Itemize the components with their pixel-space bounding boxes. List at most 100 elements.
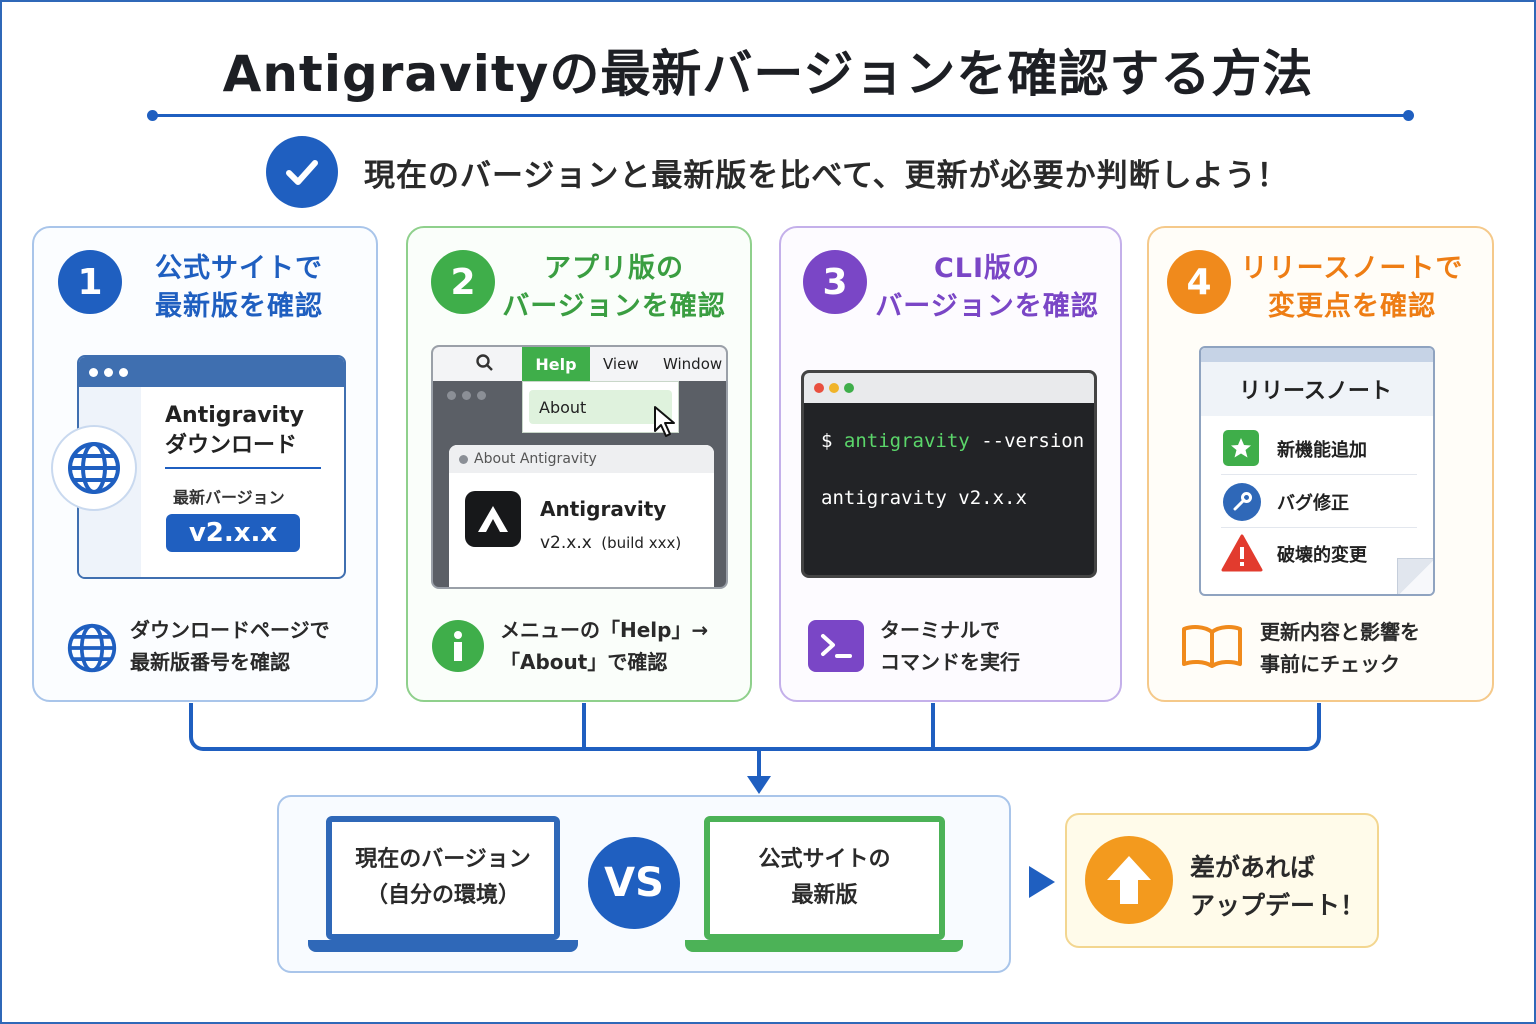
update-result-text: 差があれば アップデート！ bbox=[1190, 849, 1365, 925]
current-version-line1: 現在のバージョン bbox=[355, 847, 531, 872]
vs-badge: VS bbox=[588, 837, 680, 929]
step-heading-2-line1: アプリ版の bbox=[544, 253, 684, 284]
menu-window[interactable]: Window bbox=[663, 355, 723, 373]
step-foot-1-line1: ダウンロードページで bbox=[130, 618, 330, 642]
warning-icon bbox=[1221, 534, 1263, 576]
arrow-down-icon bbox=[747, 776, 771, 798]
step-heading-1: 公式サイトで 最新版を確認 bbox=[128, 250, 350, 326]
terminal-flag: --version bbox=[981, 430, 1085, 452]
window-dot bbox=[462, 391, 471, 400]
heading-divider bbox=[165, 467, 321, 469]
step-foot-3-line1: ターミナルで bbox=[880, 618, 1000, 642]
globe-icon bbox=[66, 622, 118, 678]
menu-item-about[interactable]: About bbox=[529, 390, 672, 424]
terminal-window-mock: $ antigravity --version antigravity v2.x… bbox=[801, 370, 1097, 578]
step-heading-3-line1: CLI版の bbox=[933, 253, 1041, 284]
about-version: v2.x.x bbox=[540, 533, 592, 553]
about-dialog: About Antigravity Antigravity v2.x.x (bu… bbox=[449, 445, 714, 587]
underline-dot-left bbox=[147, 110, 158, 121]
window-dot bbox=[459, 454, 468, 464]
latest-version-text: 公式サイトの 最新版 bbox=[758, 842, 890, 914]
window-dot bbox=[119, 367, 128, 377]
latest-laptop-base bbox=[685, 940, 963, 952]
update-result-line2: アップデート！ bbox=[1190, 891, 1366, 920]
terminal-titlebar bbox=[804, 373, 1094, 403]
arrow-right-icon bbox=[1029, 866, 1055, 902]
step-heading-3: CLI版の バージョンを確認 bbox=[872, 250, 1102, 326]
subtitle: 現在のバージョンと最新版を比べて、更新が必要か判断しよう！ bbox=[364, 158, 1289, 194]
mouse-cursor-icon bbox=[653, 405, 681, 443]
latest-version-line2: 最新版 bbox=[791, 883, 858, 908]
browser-titlebar bbox=[79, 357, 344, 387]
book-icon bbox=[1180, 622, 1244, 674]
step-foot-2: メニューの「Help」→ 「About」で確認 bbox=[500, 614, 708, 678]
step-number-4: 4 bbox=[1167, 250, 1231, 314]
about-app-name: Antigravity bbox=[540, 497, 667, 521]
menu-view[interactable]: View bbox=[603, 355, 639, 373]
step-foot-4: 更新内容と影響を 事前にチェック bbox=[1260, 616, 1420, 680]
divider bbox=[1221, 527, 1417, 528]
current-laptop-base bbox=[308, 940, 578, 952]
step-foot-2-line1: メニューの「Help」→ bbox=[500, 618, 709, 642]
arrow-up-icon bbox=[1085, 836, 1173, 924]
help-dropdown: About bbox=[522, 381, 679, 433]
step-foot-1: ダウンロードページで 最新版番号を確認 bbox=[130, 614, 330, 678]
update-result-line1: 差があれば bbox=[1190, 853, 1316, 882]
latest-version-label: 最新バージョン bbox=[173, 488, 285, 507]
page-title: Antigravityの最新バージョンを確認する方法 bbox=[222, 45, 1314, 103]
step-foot-4-line1: 更新内容と影響を bbox=[1260, 620, 1420, 644]
page-curl bbox=[1397, 558, 1433, 594]
document-header-bar bbox=[1201, 348, 1433, 362]
step-foot-2-line2: 「About」で確認 bbox=[500, 650, 668, 674]
search-icon bbox=[475, 353, 495, 377]
star-icon bbox=[1223, 430, 1259, 466]
download-page-name: ダウンロード bbox=[165, 433, 298, 458]
step-heading-1-line2: 最新版を確認 bbox=[155, 291, 323, 322]
about-dialog-titlebar: About Antigravity bbox=[449, 445, 714, 473]
step-number-2: 2 bbox=[431, 250, 495, 314]
step-heading-1-line1: 公式サイトで bbox=[155, 253, 323, 284]
current-version-text: 現在のバージョン （自分の環境） bbox=[355, 842, 531, 914]
step-heading-4-line1: リリースノートで bbox=[1240, 253, 1464, 284]
latest-version-line1: 公式サイトの bbox=[758, 847, 891, 872]
window-dot bbox=[814, 383, 824, 393]
window-controls bbox=[447, 391, 486, 400]
step-heading-4-line2: 変更点を確認 bbox=[1268, 291, 1436, 322]
step-number-1: 1 bbox=[58, 250, 122, 314]
step-foot-1-line2: 最新版番号を確認 bbox=[130, 650, 290, 674]
release-item-breaking-change: 破壊的変更 bbox=[1277, 545, 1367, 566]
terminal-command-line: $ antigravity --version bbox=[821, 430, 1084, 452]
title-underline bbox=[152, 114, 1408, 117]
window-dot bbox=[829, 383, 839, 393]
flow-connector bbox=[189, 703, 1321, 751]
step-foot-3-line2: コマンドを実行 bbox=[880, 650, 1020, 674]
about-version-line: v2.x.x (build xxx) bbox=[540, 533, 681, 553]
step-heading-2: アプリ版の バージョンを確認 bbox=[496, 250, 732, 326]
step-number-3: 3 bbox=[803, 250, 867, 314]
check-icon bbox=[266, 136, 338, 208]
terminal-prompt: $ bbox=[821, 430, 833, 452]
step-heading-3-line2: バージョンを確認 bbox=[875, 291, 1099, 322]
about-build: (build xxx) bbox=[601, 534, 682, 552]
release-item-bug-fix: バグ修正 bbox=[1277, 493, 1349, 514]
window-dot bbox=[104, 367, 113, 377]
underline-dot-right bbox=[1403, 110, 1414, 121]
flow-connector-branch bbox=[931, 703, 935, 749]
download-page-heading: Antigravity ダウンロード bbox=[165, 401, 304, 461]
window-dot bbox=[447, 391, 456, 400]
step-foot-3: ターミナルで コマンドを実行 bbox=[880, 614, 1020, 678]
app-window-mock: Help View Window About About Antigravity… bbox=[431, 345, 728, 589]
step-heading-2-line2: バージョンを確認 bbox=[502, 291, 726, 322]
terminal-command: antigravity bbox=[843, 430, 970, 452]
release-item-new-feature: 新機能追加 bbox=[1277, 440, 1367, 461]
menu-help[interactable]: Help bbox=[522, 347, 590, 381]
about-dialog-title: About Antigravity bbox=[474, 451, 597, 467]
antigravity-logo-icon bbox=[465, 491, 521, 547]
info-icon bbox=[432, 620, 484, 672]
terminal-icon bbox=[808, 620, 864, 672]
step-heading-4: リリースノートで 変更点を確認 bbox=[1236, 250, 1468, 326]
window-dot bbox=[89, 367, 98, 377]
menu-bar: Help View Window bbox=[433, 347, 726, 381]
divider bbox=[1221, 474, 1417, 475]
